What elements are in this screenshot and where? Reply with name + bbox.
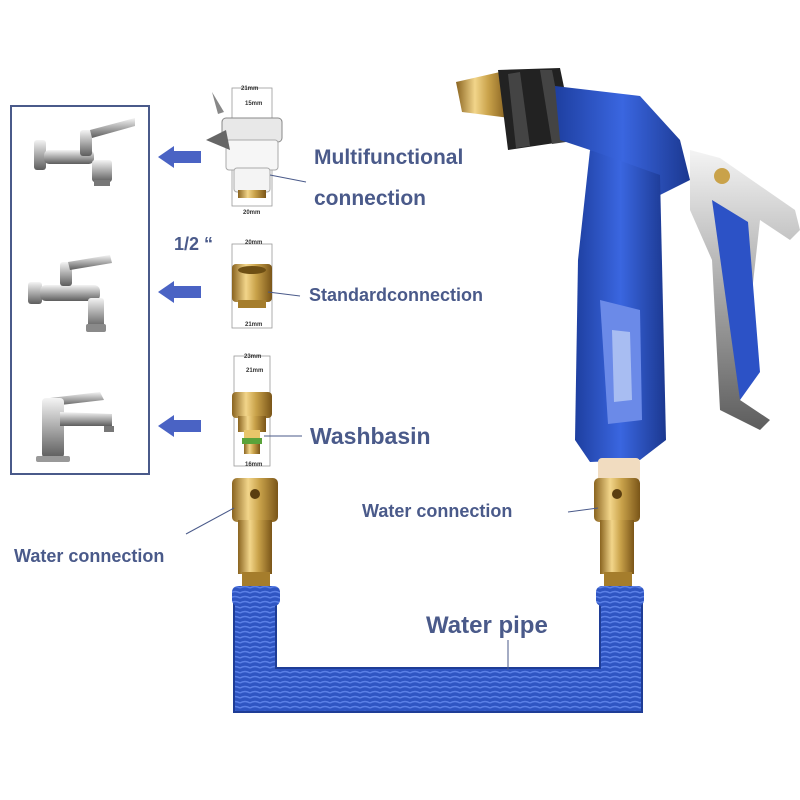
water-connection-label-right: Water connection bbox=[362, 501, 513, 521]
basin-faucet-icon bbox=[36, 392, 114, 462]
wall-faucet-icon bbox=[34, 118, 135, 186]
multifunctional-label: Multifunctional bbox=[314, 146, 464, 169]
leader-line bbox=[567, 507, 599, 513]
dimension-label: 20mm bbox=[243, 210, 261, 216]
left-hose-connector-icon bbox=[232, 478, 278, 588]
leader-line bbox=[267, 291, 301, 297]
arrow-left-icon bbox=[158, 415, 201, 437]
arrow-left-icon bbox=[158, 281, 201, 303]
standard-connector-icon bbox=[231, 243, 273, 329]
arrow-left-icon bbox=[158, 146, 201, 168]
washbasin-connector-icon bbox=[232, 355, 272, 467]
spray-gun-icon bbox=[456, 68, 800, 482]
leader-line bbox=[269, 174, 307, 183]
dimension-label: 21mm bbox=[245, 322, 263, 328]
water-hose-icon bbox=[232, 586, 644, 713]
multifunctional-connector-icon bbox=[206, 87, 283, 207]
dimension-label: 15mm bbox=[245, 101, 263, 107]
dimension-label: 20mm bbox=[245, 240, 263, 246]
dimension-label: 21mm bbox=[246, 368, 264, 374]
garden-faucet-icon bbox=[28, 255, 112, 332]
multifunctional-label-line2: connection bbox=[314, 187, 427, 210]
dimension-label: 21mm bbox=[241, 86, 259, 92]
dimension-label: 16mm bbox=[245, 462, 263, 468]
dimension-label: 23mm bbox=[244, 354, 262, 360]
faucet-frame bbox=[10, 105, 150, 475]
half-inch-label: 1/2 “ bbox=[174, 234, 214, 254]
washbasin-label: Washbasin bbox=[310, 423, 431, 449]
water-connection-label-left: Water connection bbox=[14, 546, 165, 566]
standard-connection-label: Standardconnection bbox=[309, 285, 484, 305]
leader-line bbox=[185, 507, 235, 535]
right-hose-connector-icon bbox=[594, 478, 640, 588]
water-pipe-label: Water pipe bbox=[426, 612, 548, 639]
